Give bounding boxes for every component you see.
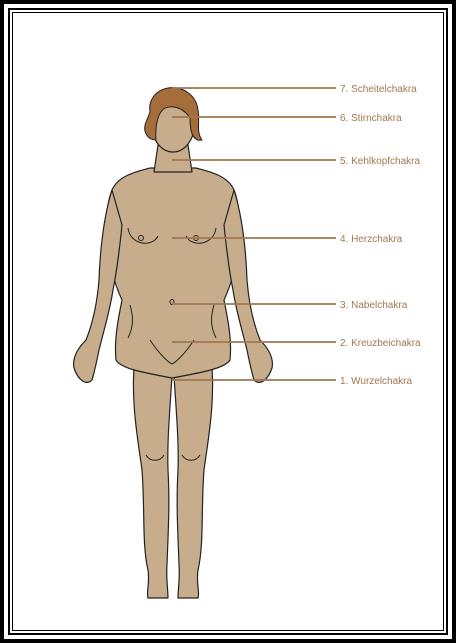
right-leg [174, 355, 213, 598]
chakra-labels: 7. Scheitelchakra 6. Stirnchakra 5. Kehl… [340, 84, 421, 387]
label-nabelchakra: 3. Nabelchakra [340, 300, 408, 311]
label-scheitelchakra: 7. Scheitelchakra [340, 84, 417, 95]
label-kreuzbeichakra: 2. Kreuzbeichakra [340, 338, 421, 349]
left-leg [133, 355, 172, 598]
right-arm [224, 190, 272, 382]
label-stirnchakra: 6. Stirnchakra [340, 113, 402, 124]
label-wurzelchakra: 1. Wurzelchakra [340, 376, 413, 387]
body-figure [74, 92, 273, 598]
torso [106, 168, 240, 378]
label-herzchakra: 4. Herzchakra [340, 234, 403, 245]
left-arm [74, 190, 122, 382]
label-kehlkopfchakra: 5. Kehlkopfchakra [340, 156, 420, 167]
